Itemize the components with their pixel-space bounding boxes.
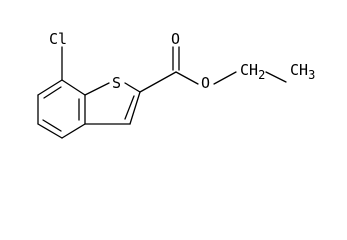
methylene-main: CH — [240, 61, 258, 79]
bond-carbonyl-o-ester — [175, 71, 199, 85]
bond-c6-c7-inner — [43, 86, 62, 99]
chlorine-label: Cl — [49, 30, 67, 48]
bond-c2-c3-inner — [124, 95, 135, 120]
bond-c7a-s — [84, 82, 110, 96]
bond-c6-c7 — [37, 79, 63, 96]
bond-c7-c7a — [61, 79, 86, 96]
carbonyl-oxygen-label: O — [171, 30, 180, 48]
ester-oxygen-label: O — [201, 74, 210, 92]
bond-c2-carbonyl — [139, 71, 177, 93]
bond-c4-c5 — [37, 123, 63, 139]
methyl-label: CH3 — [290, 61, 315, 82]
methylene-subscript: 2 — [258, 68, 265, 82]
atom-labels: Cl S O O CH2 CH3 — [49, 30, 315, 92]
methyl-main: CH — [290, 61, 308, 79]
methylene-label: CH2 — [240, 61, 265, 82]
bond-s-c2 — [124, 82, 141, 93]
bond-ch2-ch3 — [265, 71, 287, 83]
bond-c3a-c4 — [61, 123, 86, 139]
sulfur-label: S — [112, 74, 121, 92]
bonds — [37, 46, 287, 139]
methyl-subscript: 3 — [308, 68, 315, 82]
bond-o-ch2 — [213, 71, 237, 85]
structure-diagram: Cl S O O CH2 CH3 — [37, 30, 315, 139]
bond-c2-c3 — [129, 91, 141, 125]
bond-c4-c5-inner — [42, 119, 62, 132]
